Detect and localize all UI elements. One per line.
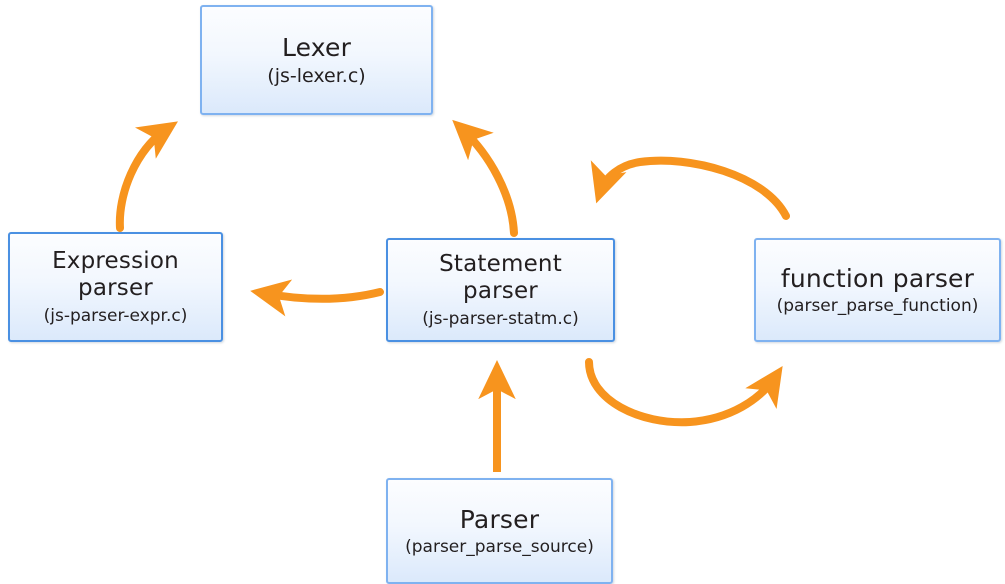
arrow-statement-parser-to-function-parser: [585, 358, 783, 427]
node-expression-parser-title: Expression parser: [52, 248, 179, 302]
node-function-parser-title: function parser: [780, 263, 975, 293]
node-statement-parser-subtitle: (js-parser-statm.c): [422, 308, 579, 329]
arrow-function-parser-to-statement-parser: [590, 156, 790, 220]
node-statement-parser-title: Statement parser: [439, 251, 562, 305]
node-expression-parser[interactable]: Expression parser (js-parser-expr.c): [8, 232, 223, 342]
node-expression-parser-subtitle: (js-parser-expr.c): [43, 305, 188, 326]
arrow-expression-parser-to-lexer: [115, 121, 178, 232]
node-parser[interactable]: Parser (parser_parse_source): [386, 478, 613, 584]
arrow-statement-parser-to-expression-parser: [250, 279, 384, 317]
arrow-statement-parser-to-lexer: [452, 119, 518, 237]
node-statement-parser[interactable]: Statement parser (js-parser-statm.c): [386, 238, 615, 342]
node-lexer-subtitle: (js-lexer.c): [267, 65, 366, 88]
node-function-parser-subtitle: (parser_parse_function): [776, 296, 979, 317]
node-lexer-title: Lexer: [281, 32, 352, 62]
node-function-parser[interactable]: function parser (parser_parse_function): [754, 238, 1001, 342]
node-parser-title: Parser: [459, 504, 540, 534]
node-lexer[interactable]: Lexer (js-lexer.c): [200, 5, 433, 115]
node-parser-subtitle: (parser_parse_source): [405, 537, 594, 558]
